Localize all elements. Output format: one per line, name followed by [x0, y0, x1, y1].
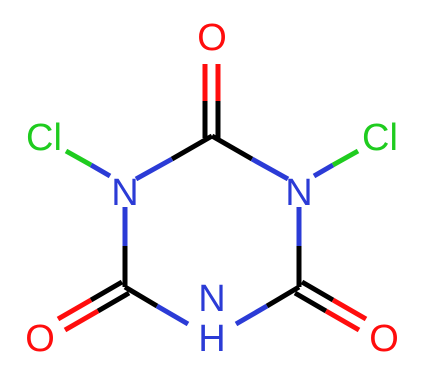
- atom-o-left: O: [25, 318, 55, 360]
- bond-c-bl-nh-blue: [155, 303, 190, 327]
- bond-c-top-n-left-blue: [134, 156, 174, 182]
- atom-cl-right: Cl: [362, 117, 398, 159]
- bond-c-br-o-right-black-b: [293, 290, 328, 314]
- atom-o-right: O: [369, 318, 399, 360]
- bond-c-top-n-left-black: [170, 133, 214, 162]
- bond-c-top-n-right-black: [210, 133, 254, 162]
- bond-c-br-nh-black: [265, 284, 301, 309]
- atom-cl-left: Cl: [26, 117, 62, 159]
- bond-n-right-cl-right-blue: [312, 162, 335, 179]
- bond-c-bl-o-left-red-b: [63, 308, 100, 333]
- atom-nh-bottom-n: N: [198, 278, 225, 320]
- atom-n-left: N: [111, 172, 138, 214]
- bond-c-top-n-right-blue: [250, 156, 290, 182]
- bond-n-left-cl-left-green: [64, 148, 93, 168]
- bonds: [56, 64, 368, 333]
- bond-n-right-cl-right-green: [331, 148, 360, 168]
- bond-c-br-nh-blue: [234, 303, 269, 327]
- atom-o-top: O: [197, 17, 227, 59]
- atom-labels: O Cl Cl N N N H O O: [25, 17, 399, 360]
- bond-c-bl-o-left-black-a: [89, 279, 124, 303]
- atom-nh-bottom-h: H: [198, 318, 225, 360]
- bond-c-br-o-right-red-a: [331, 297, 368, 322]
- bond-c-bl-o-left-black-b: [96, 290, 131, 314]
- atom-n-right: N: [285, 172, 312, 214]
- bond-c-bl-nh-black: [123, 284, 159, 309]
- bond-c-bl-o-left-red-a: [56, 297, 93, 322]
- bond-c-br-o-right-black-a: [300, 279, 335, 303]
- bond-n-left-cl-left-blue: [89, 162, 112, 179]
- bond-c-br-o-right-red-b: [324, 308, 361, 333]
